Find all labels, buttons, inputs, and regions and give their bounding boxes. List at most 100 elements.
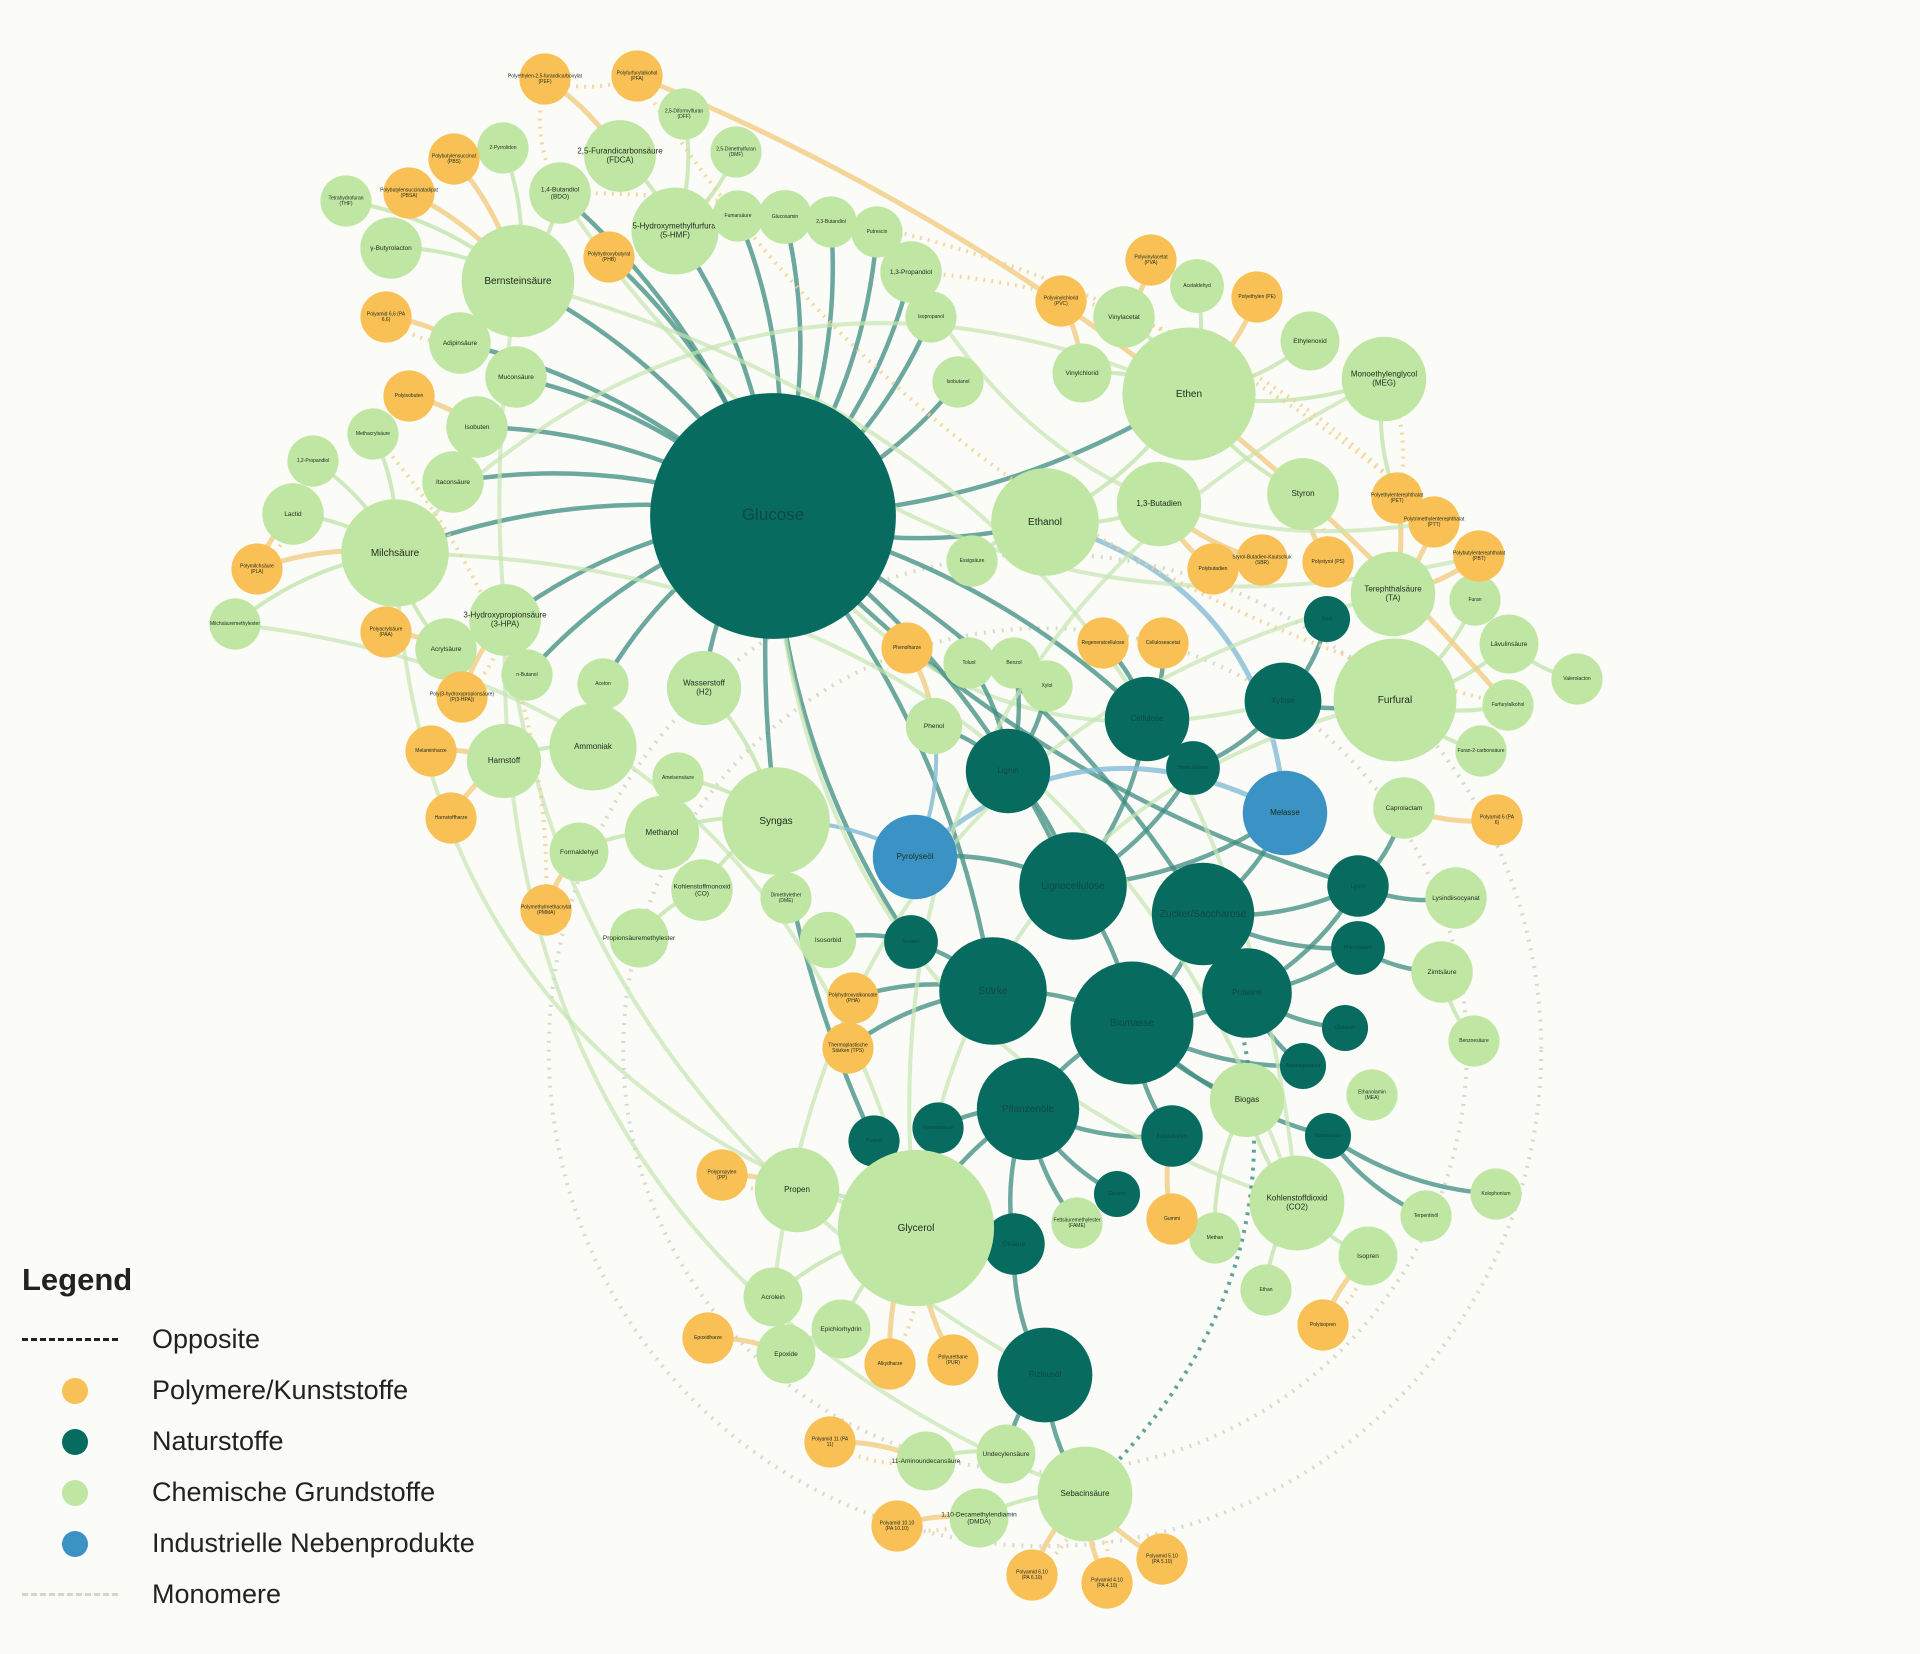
node-circle-glucose[interactable] [650, 393, 896, 639]
node-circle-celluloseacetat[interactable] [1137, 617, 1189, 669]
node-circle-gummi[interactable] [1146, 1193, 1198, 1245]
node-glutamin[interactable]: Glutamin [1321, 1004, 1369, 1052]
node-polyisobuten[interactable]: Polyisobuten [383, 370, 435, 422]
node-methacryl[interactable]: Methacrylsäure [347, 408, 399, 460]
node-pa610[interactable]: Polyamid 6.10(PA 6.10) [1006, 1549, 1058, 1601]
node-circle-ptt[interactable] [1408, 496, 1460, 548]
node-circle-furfural[interactable] [1333, 638, 1457, 762]
node-circle-undecylen[interactable] [976, 1424, 1036, 1484]
node-acrylsaeure[interactable]: Acrylsäure [415, 618, 477, 680]
node-circle-xylol[interactable] [1303, 595, 1351, 643]
node-circle-essigsaeure[interactable] [946, 535, 998, 587]
node-pbt[interactable]: Polybutylenterephthalat(PBT) [1453, 530, 1506, 582]
node-propandiol13[interactable]: 1,3-Propandiol [880, 241, 942, 303]
node-biogas[interactable]: Biogas [1209, 1062, 1285, 1138]
node-circle-benzoesaeure[interactable] [1448, 1015, 1500, 1067]
node-dmda[interactable]: 1,10-Decamethylendiamin(DMDA) [941, 1488, 1017, 1548]
node-pe[interactable]: Polyethylen (PE) [1231, 271, 1283, 323]
node-syngas[interactable]: Syngas [722, 767, 830, 875]
node-fdca[interactable]: 2,5-Furandicarbonsäure(FDCA) [577, 120, 663, 192]
node-pur[interactable]: Polyurethane(PUR) [927, 1334, 979, 1386]
node-circle-valerolacton[interactable] [1551, 653, 1603, 705]
node-circle-fumar[interactable] [712, 190, 764, 242]
node-celluloseacetat[interactable]: Celluloseacetat [1137, 617, 1189, 669]
node-ethylenoxid[interactable]: Ethylenoxid [1280, 311, 1340, 371]
node-sorbitol[interactable]: Sorbitol [884, 915, 938, 969]
node-circle-polybutadien[interactable] [1187, 543, 1239, 595]
node-circle-ammoniak[interactable] [549, 703, 637, 791]
node-circle-hpa[interactable] [469, 584, 541, 656]
node-circle-pbs[interactable] [428, 133, 480, 185]
node-pbs[interactable]: Polybutylensuccinat(PBS) [428, 133, 480, 185]
node-circle-dff[interactable] [658, 88, 710, 140]
node-phb2[interactable]: Polyhydroxyalkanoate(PHA) [827, 972, 879, 1024]
node-circle-isopropanol[interactable] [905, 291, 957, 343]
node-caprolactam[interactable]: Caprolactam [1373, 777, 1435, 839]
node-regenerat[interactable]: Regeneratcellulose [1077, 617, 1129, 669]
node-circle-pet[interactable] [1371, 472, 1423, 524]
node-p3hp[interactable]: Poly(3-hydroxypropionsäure)(P(3-HPA)) [430, 671, 495, 723]
node-circle-caprolactam[interactable] [1373, 777, 1435, 839]
node-circle-proteine[interactable] [1202, 948, 1292, 1038]
node-ethen[interactable]: Ethen [1122, 327, 1256, 461]
node-glycerin[interactable]: Glycerin [1093, 1170, 1141, 1218]
node-pp[interactable]: Polypropylen(PP) [696, 1149, 748, 1201]
node-circle-biogas[interactable] [1209, 1062, 1285, 1138]
node-adipinsaeure[interactable]: Adipinsäure [429, 312, 491, 374]
node-lactid[interactable]: Lactid [262, 483, 324, 545]
node-gummi[interactable]: Gummi [1146, 1193, 1198, 1245]
node-glycerol[interactable]: Glycerol [837, 1149, 995, 1307]
node-circle-butandiol23[interactable] [805, 196, 857, 248]
node-ethanol[interactable]: Ethanol [991, 468, 1099, 576]
node-meg[interactable]: Monoethylenglycol(MEG) [1341, 336, 1427, 422]
node-pvc[interactable]: Polyvinylchlorid(PVC) [1035, 275, 1087, 327]
node-circle-hemicellulose[interactable] [1166, 741, 1220, 795]
node-circle-epoxide[interactable] [756, 1324, 816, 1384]
node-palmitinsaeure[interactable]: Palmitinsäure [912, 1102, 964, 1154]
node-phenol[interactable]: Phenol [905, 697, 963, 755]
node-propandiol12[interactable]: 1,2-Propandiol [287, 435, 339, 487]
node-circle-harnstoffharz[interactable] [425, 792, 477, 844]
node-circle-phenylalanin[interactable] [1331, 921, 1385, 975]
node-circle-fame[interactable] [1051, 1197, 1103, 1249]
node-circle-asparaginsaeure[interactable] [1279, 1042, 1327, 1090]
node-fettsaeuren[interactable]: Fettsäuren [1141, 1105, 1203, 1167]
node-circle-lysin[interactable] [1327, 855, 1389, 917]
node-circle-phenolharz[interactable] [881, 622, 933, 674]
node-circle-isobutanol[interactable] [932, 356, 984, 408]
node-pla[interactable]: Polymilchsäure(PLA) [231, 543, 283, 595]
node-acetaldehyd[interactable]: Acetaldehyd [1170, 259, 1224, 313]
node-glucosamin[interactable]: Glucosamin [758, 190, 812, 244]
node-circle-toluol[interactable] [943, 637, 995, 689]
node-aminoundecan[interactable]: 11-Aminoundecansäure [892, 1431, 961, 1491]
node-xylol[interactable]: Xylol [1303, 595, 1351, 643]
node-putrescin[interactable]: Putrescin [851, 206, 903, 258]
node-circle-fdca[interactable] [584, 120, 656, 192]
node-circle-glycerin[interactable] [1093, 1170, 1141, 1218]
node-circle-butadien[interactable] [1116, 461, 1202, 547]
node-sebacinsaeure[interactable]: Sebacinsäure [1037, 1446, 1133, 1542]
node-circle-harnstoff[interactable] [466, 723, 542, 799]
node-glucose[interactable]: Glucose [650, 393, 896, 639]
node-circle-vinylacetat[interactable] [1093, 286, 1155, 348]
node-wasserstoff[interactable]: Wasserstoff(H2) [666, 650, 742, 726]
node-circle-kohlenmonoxid[interactable] [671, 859, 733, 921]
node-pa510[interactable]: Polyamid 5.10(PA 5.10) [1136, 1533, 1188, 1585]
node-circle-dme[interactable] [760, 872, 812, 924]
node-proteine[interactable]: Proteine [1202, 948, 1292, 1038]
node-epoxide[interactable]: Epoxide [756, 1324, 816, 1384]
node-bdo[interactable]: 1,4-Butandiol(BDO) [529, 162, 591, 224]
node-circle-dmda[interactable] [949, 1488, 1009, 1548]
node-circle-methan[interactable] [1189, 1212, 1241, 1264]
node-circle-wasserstoff[interactable] [666, 650, 742, 726]
node-circle-polyisopren[interactable] [1297, 1299, 1349, 1351]
node-circle-xylose[interactable] [1244, 662, 1322, 740]
node-circle-furan2carbon[interactable] [1455, 725, 1507, 777]
node-circle-itacon[interactable] [422, 451, 484, 513]
node-butyrolacton[interactable]: γ-Butyrolacton [360, 217, 422, 279]
node-circle-zucker[interactable] [1151, 862, 1255, 966]
node-circle-thf[interactable] [320, 175, 372, 227]
node-epoxidharz[interactable]: Epoxidharze [682, 1312, 734, 1364]
